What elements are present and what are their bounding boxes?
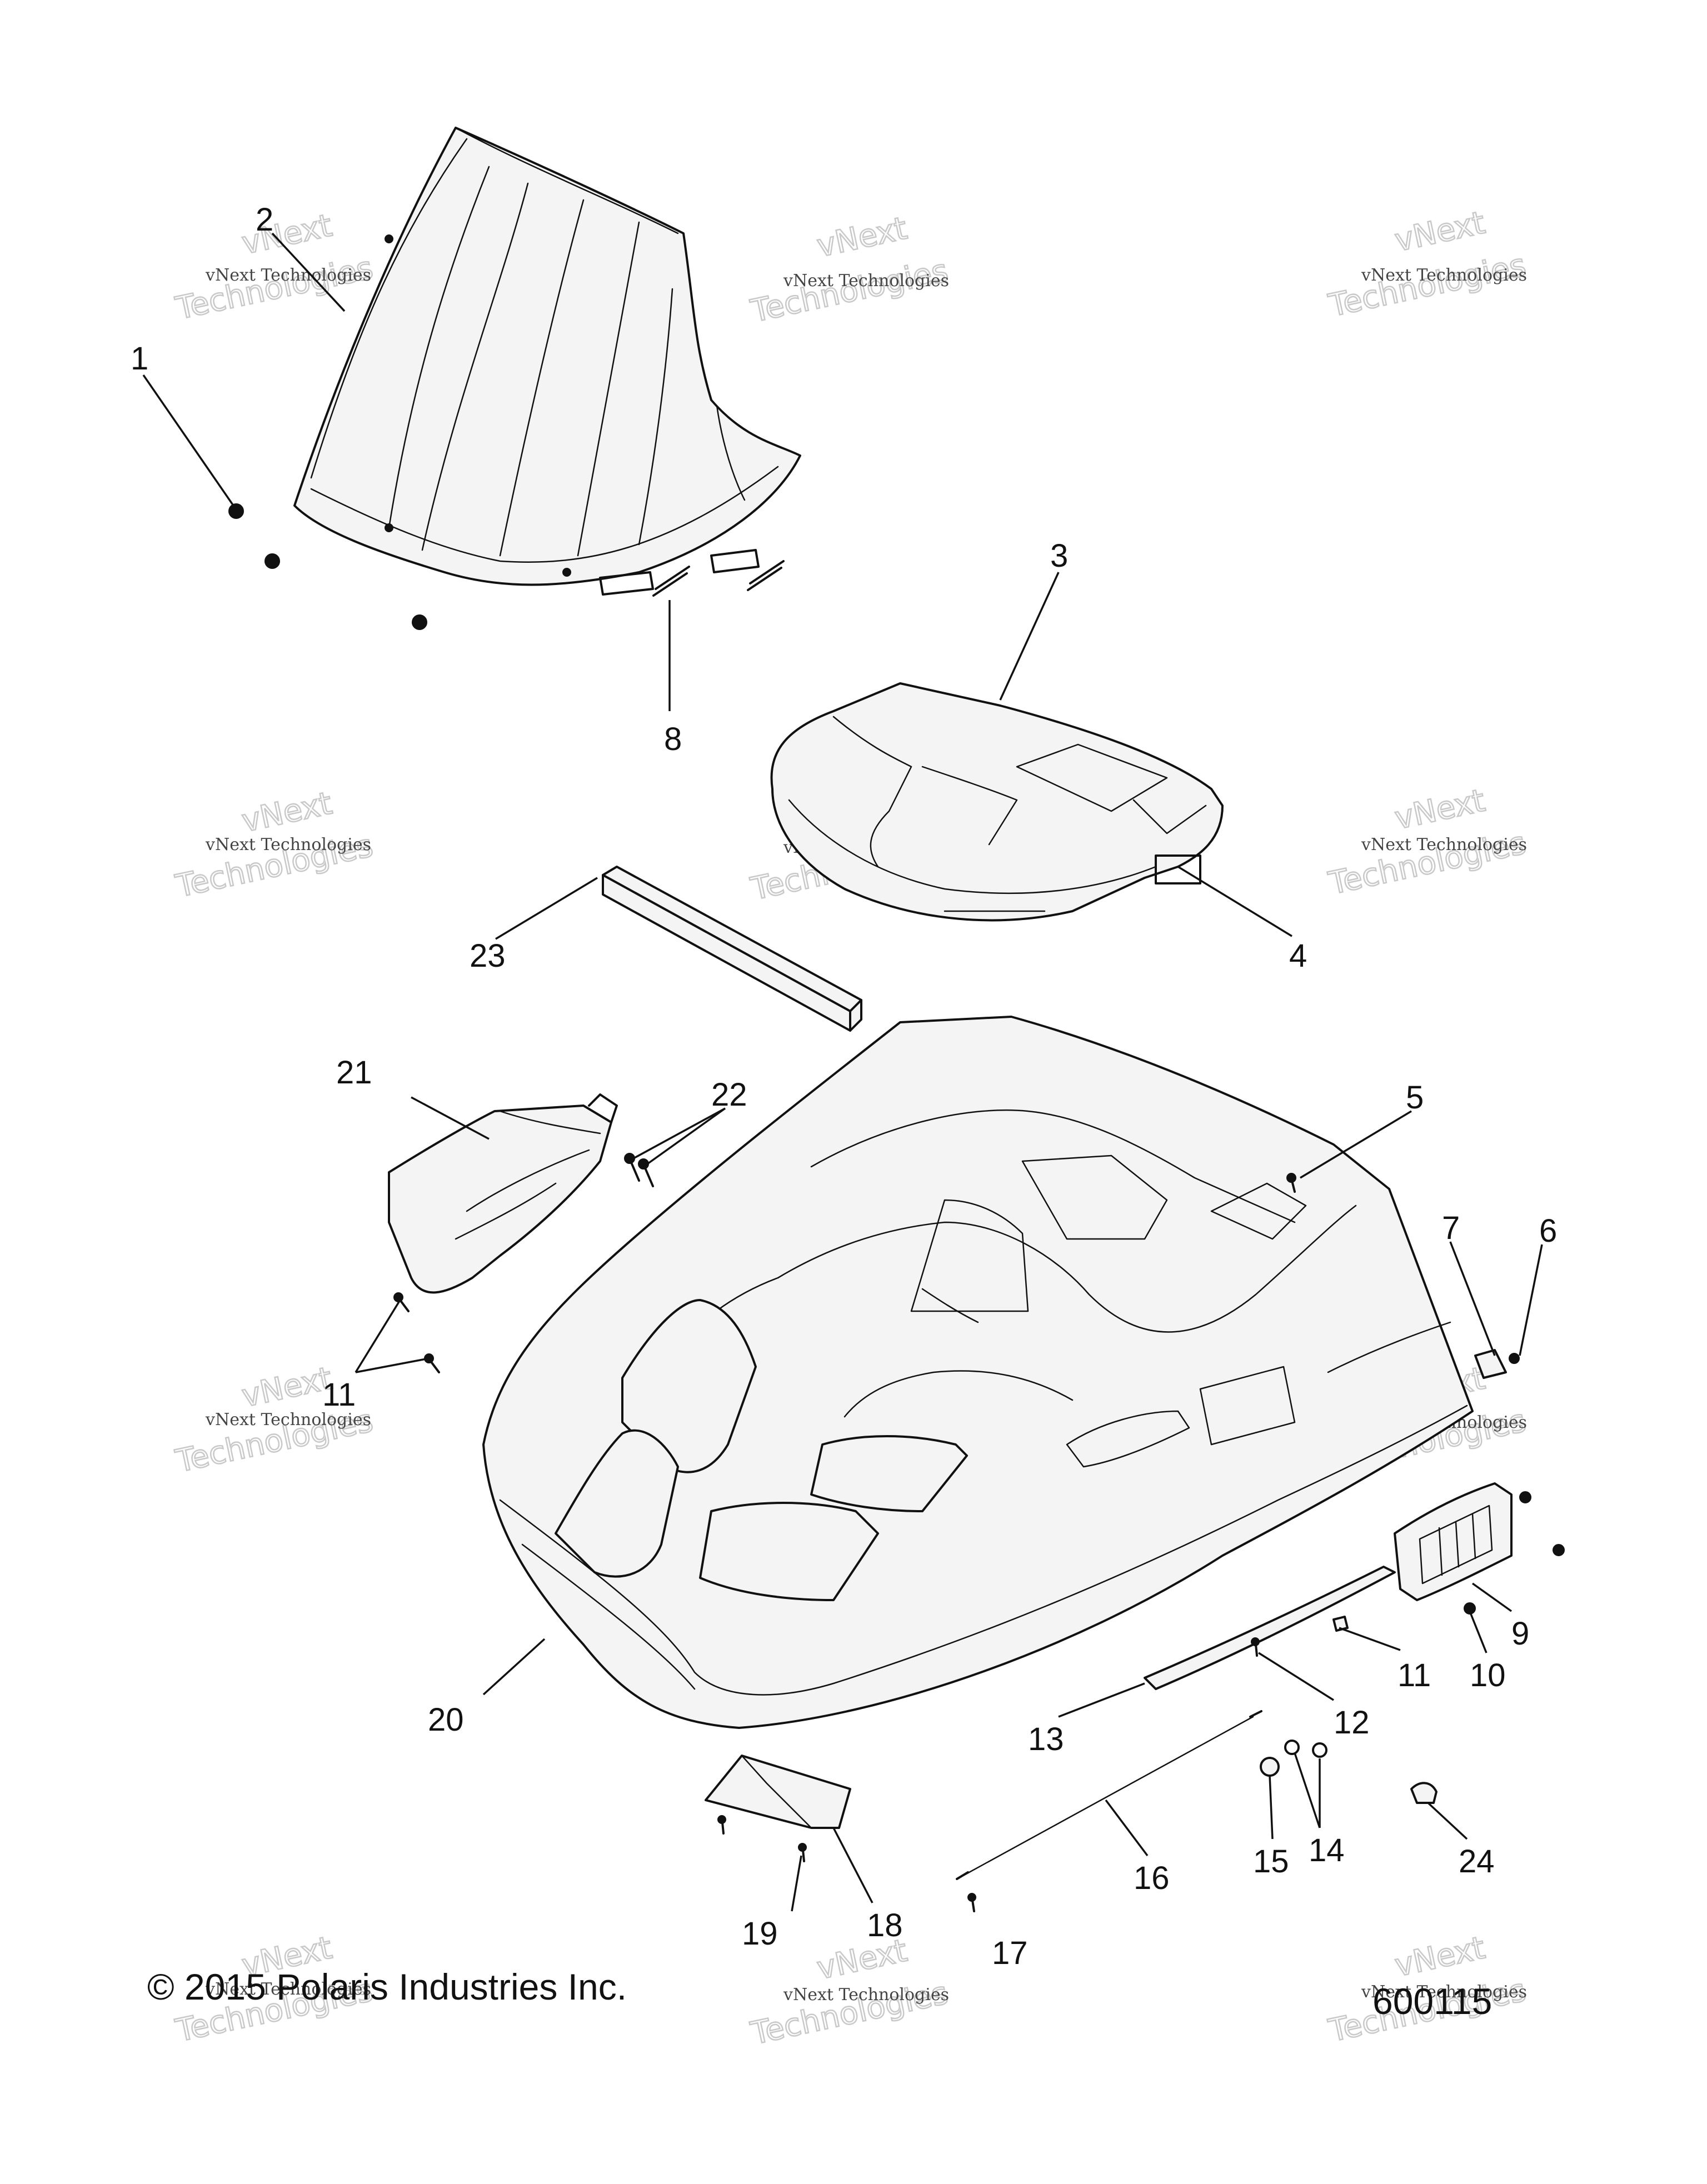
callout-1: 1 [131,341,148,377]
callout-16: 16 [1134,1860,1170,1896]
callout-12: 12 [1334,1705,1370,1741]
windshield [293,127,801,596]
clip-7 [1474,1349,1507,1379]
copyright-notice: © 2015 Polaris Industries Inc. [147,1966,627,2007]
screw-10 [1464,1491,1565,1615]
screw-17 [967,1893,976,1912]
washer-14 [1284,1740,1327,1758]
vent-9 [1394,1482,1513,1601]
callout-14: 14 [1309,1832,1345,1868]
callout-13: 13 [1028,1721,1064,1757]
callout-15: 15 [1253,1843,1289,1880]
callout-4: 4 [1289,938,1307,974]
callout-11-left: 11 [322,1377,356,1413]
callout-5: 5 [1406,1079,1424,1116]
hood [482,1016,1474,1729]
svg-text:vNext: vNext [1392,782,1489,837]
callout-11: 11 [1397,1657,1431,1693]
svg-text:vNext: vNext [239,785,336,839]
callout-24: 24 [1459,1843,1495,1880]
watermark-text: vNext Technologies [1361,1982,1527,2002]
callout-10: 10 [1470,1657,1506,1693]
svg-text:vNext: vNext [1392,1930,1489,1984]
watermark-text: vNext Technologies [783,1985,949,2005]
bracket-18 [705,1755,851,1829]
callout-labels: 1 2 3 4 5 6 7 8 9 10 11 12 13 14 15 16 1… [131,202,1557,1971]
callout-17: 17 [992,1935,1028,1971]
watermark-text: vNext Technologies [1361,266,1527,285]
callout-2: 2 [256,202,273,238]
svg-text:Technologies: Technologies [172,250,376,327]
callout-19: 19 [742,1916,778,1952]
callout-18: 18 [867,1907,903,1943]
cable-16 [956,1710,1262,1880]
grommet-24 [1410,1782,1438,1804]
callout-3: 3 [1050,538,1068,574]
callout-9: 9 [1511,1616,1529,1652]
nut-15 [1260,1757,1280,1777]
hood-liner [770,682,1224,922]
svg-text:Technologies: Technologies [747,253,951,330]
screw-1 [228,503,427,630]
svg-text:vNext: vNext [239,1360,336,1415]
callout-7: 7 [1442,1210,1460,1246]
callout-21: 21 [336,1054,372,1091]
callout-20: 20 [428,1702,464,1738]
screw-12 [1251,1637,1260,1657]
clip-11-right [1332,1616,1349,1632]
screw-5 [1286,1173,1296,1193]
console-21 [388,1093,618,1294]
watermark-text: vNext Technologies [205,1980,371,1999]
watermark-text: vNext Technologies [1361,835,1527,854]
callout-23: 23 [470,938,506,974]
svg-text:vNext: vNext [814,210,911,264]
svg-text:vNext: vNext [1392,204,1489,259]
screw-22 [624,1153,654,1187]
screw-6 [1509,1353,1520,1364]
watermark-text: vNext Technologies [205,835,371,854]
svg-text:vNext: vNext [239,207,336,262]
callout-6: 6 [1539,1213,1557,1249]
watermark-text: vNext Technologies [205,266,371,285]
callout-8: 8 [664,721,682,757]
strip-13 [1144,1566,1396,1690]
svg-text:Technologies: Technologies [1325,247,1529,324]
figure-number: 600115 [1372,1981,1493,2022]
screw-19 [717,1815,807,1862]
pin-8 [652,560,785,597]
foam-strip [602,866,862,1032]
leader-lines [142,232,1543,1912]
watermark-text: vNext Technologies [205,1410,371,1430]
watermark-text: vNext Technologies [783,271,949,291]
callout-22: 22 [711,1077,747,1113]
